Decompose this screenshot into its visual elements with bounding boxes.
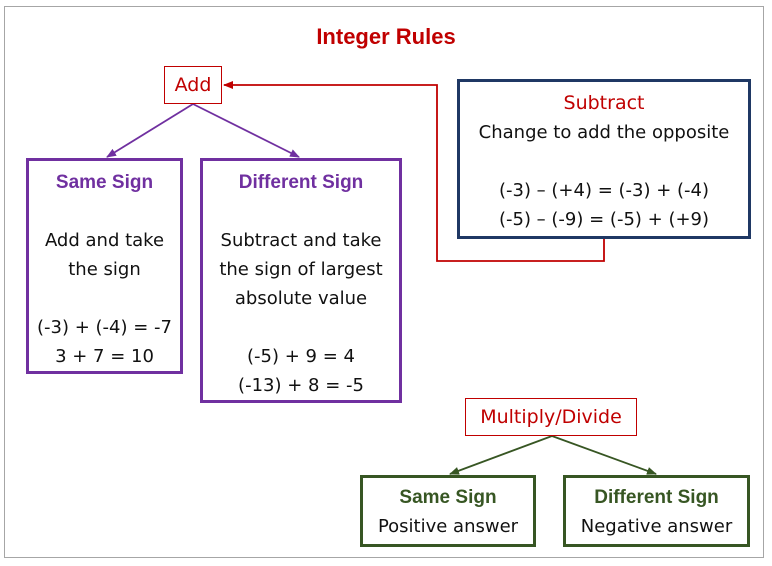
subtract-rule: Change to add the opposite	[478, 122, 730, 143]
multiply-different-sign-rule: Negative answer	[580, 516, 733, 537]
subtract-example: (-3) – (+4) = (-3) + (-4)	[498, 180, 710, 201]
add-node: Add	[164, 66, 222, 104]
add-to-same-sign-arrow	[106, 103, 194, 158]
multiply-to-different-sign-arrow	[551, 435, 657, 475]
add-different-sign-box: Different Sign Subtract and take the sig…	[200, 158, 402, 403]
add-same-sign-heading: Same Sign	[55, 172, 154, 193]
spacer	[29, 284, 180, 313]
multiply-same-sign-heading: Same Sign	[399, 487, 497, 508]
add-different-sign-rule-line: Subtract and take	[220, 230, 382, 251]
add-same-sign-rule-line: Add and take	[44, 230, 165, 251]
subtract-to-add-arrow	[223, 81, 605, 262]
subtract-heading: Subtract	[563, 92, 645, 114]
subtract-example: (-5) – (-9) = (-5) + (+9)	[498, 209, 710, 230]
diagram-title: Integer Rules	[316, 24, 456, 49]
add-to-different-sign-arrow	[192, 103, 300, 158]
multiply-divide-node: Multiply/Divide	[465, 398, 637, 436]
multiply-to-same-sign-arrow	[449, 435, 553, 475]
add-same-sign-rule-line: the sign	[68, 259, 141, 280]
spacer	[29, 197, 180, 226]
add-same-sign-box: Same Sign Add and take the sign (-3) + (…	[26, 158, 183, 374]
multiply-same-sign-rule: Positive answer	[377, 516, 519, 537]
spacer	[460, 147, 748, 176]
add-same-sign-example: (-3) + (-4) = -7	[37, 317, 172, 338]
add-different-sign-heading: Different Sign	[238, 172, 364, 193]
spacer	[203, 197, 399, 226]
add-same-sign-example: 3 + 7 = 10	[55, 346, 154, 367]
multiply-different-sign-heading: Different Sign	[594, 487, 719, 508]
spacer	[203, 313, 399, 342]
add-different-sign-example: (-13) + 8 = -5	[238, 375, 364, 396]
multiply-same-sign-box: Same Sign Positive answer	[360, 475, 536, 547]
add-different-sign-rule-line: the sign of largest	[219, 259, 383, 280]
diagram-frame	[4, 6, 764, 558]
multiply-different-sign-box: Different Sign Negative answer	[563, 475, 750, 547]
add-different-sign-rule-line: absolute value	[234, 288, 368, 309]
add-different-sign-example: (-5) + 9 = 4	[247, 346, 355, 367]
subtract-box: Subtract Change to add the opposite (-3)…	[457, 79, 751, 239]
